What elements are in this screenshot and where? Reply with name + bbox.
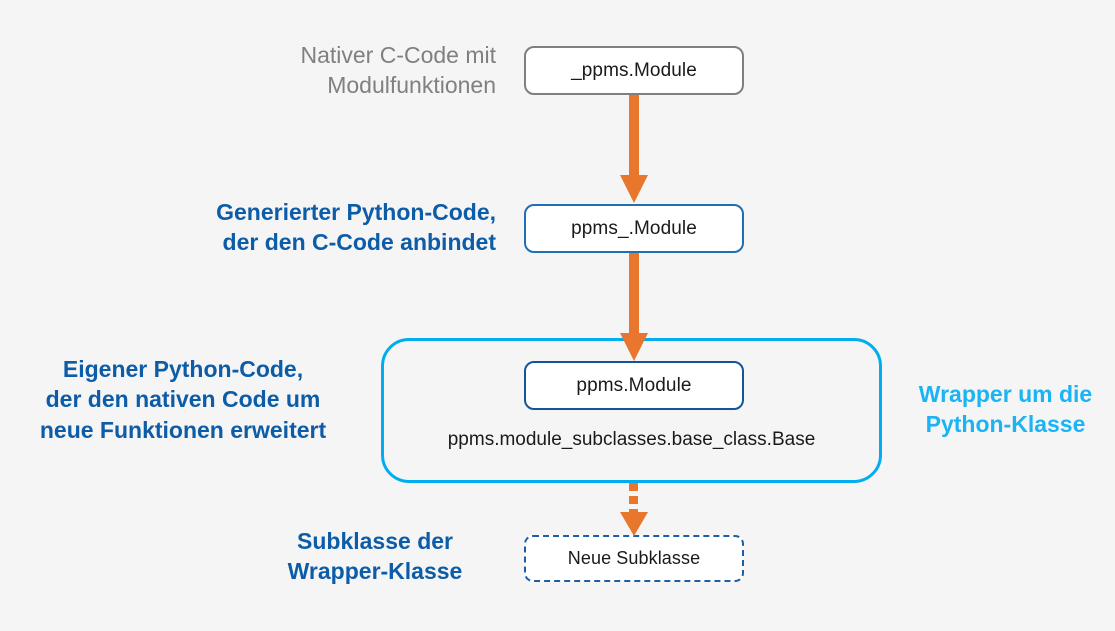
node-native-module[interactable]: _ppms.Module xyxy=(524,46,744,95)
node-wrapper-module[interactable]: ppms.Module xyxy=(524,361,744,410)
arrow-wrapper-to-subclass xyxy=(610,483,658,537)
label-subclass-of-wrapper: Subklasse der Wrapper-Klasse xyxy=(287,528,463,585)
label-own-python-code: Eigener Python-Code, der den nativen Cod… xyxy=(39,356,327,443)
arrow-generated-to-wrapper xyxy=(610,253,658,363)
base-class-label: ppms.module_subclasses.base_class.Base xyxy=(447,429,816,450)
label-wrapper-around-python-class: Wrapper um die Python-Klasse xyxy=(918,381,1093,438)
node-new-subclass[interactable]: Neue Subklasse xyxy=(524,535,744,582)
arrow-native-to-generated xyxy=(610,95,658,205)
label-generated-python-code: Generierter Python-Code, der den C-Code … xyxy=(216,199,496,256)
label-native-c-code: Nativer C-Code mit Modulfunktionen xyxy=(300,42,496,99)
node-generated-module[interactable]: ppms_.Module xyxy=(524,204,744,253)
